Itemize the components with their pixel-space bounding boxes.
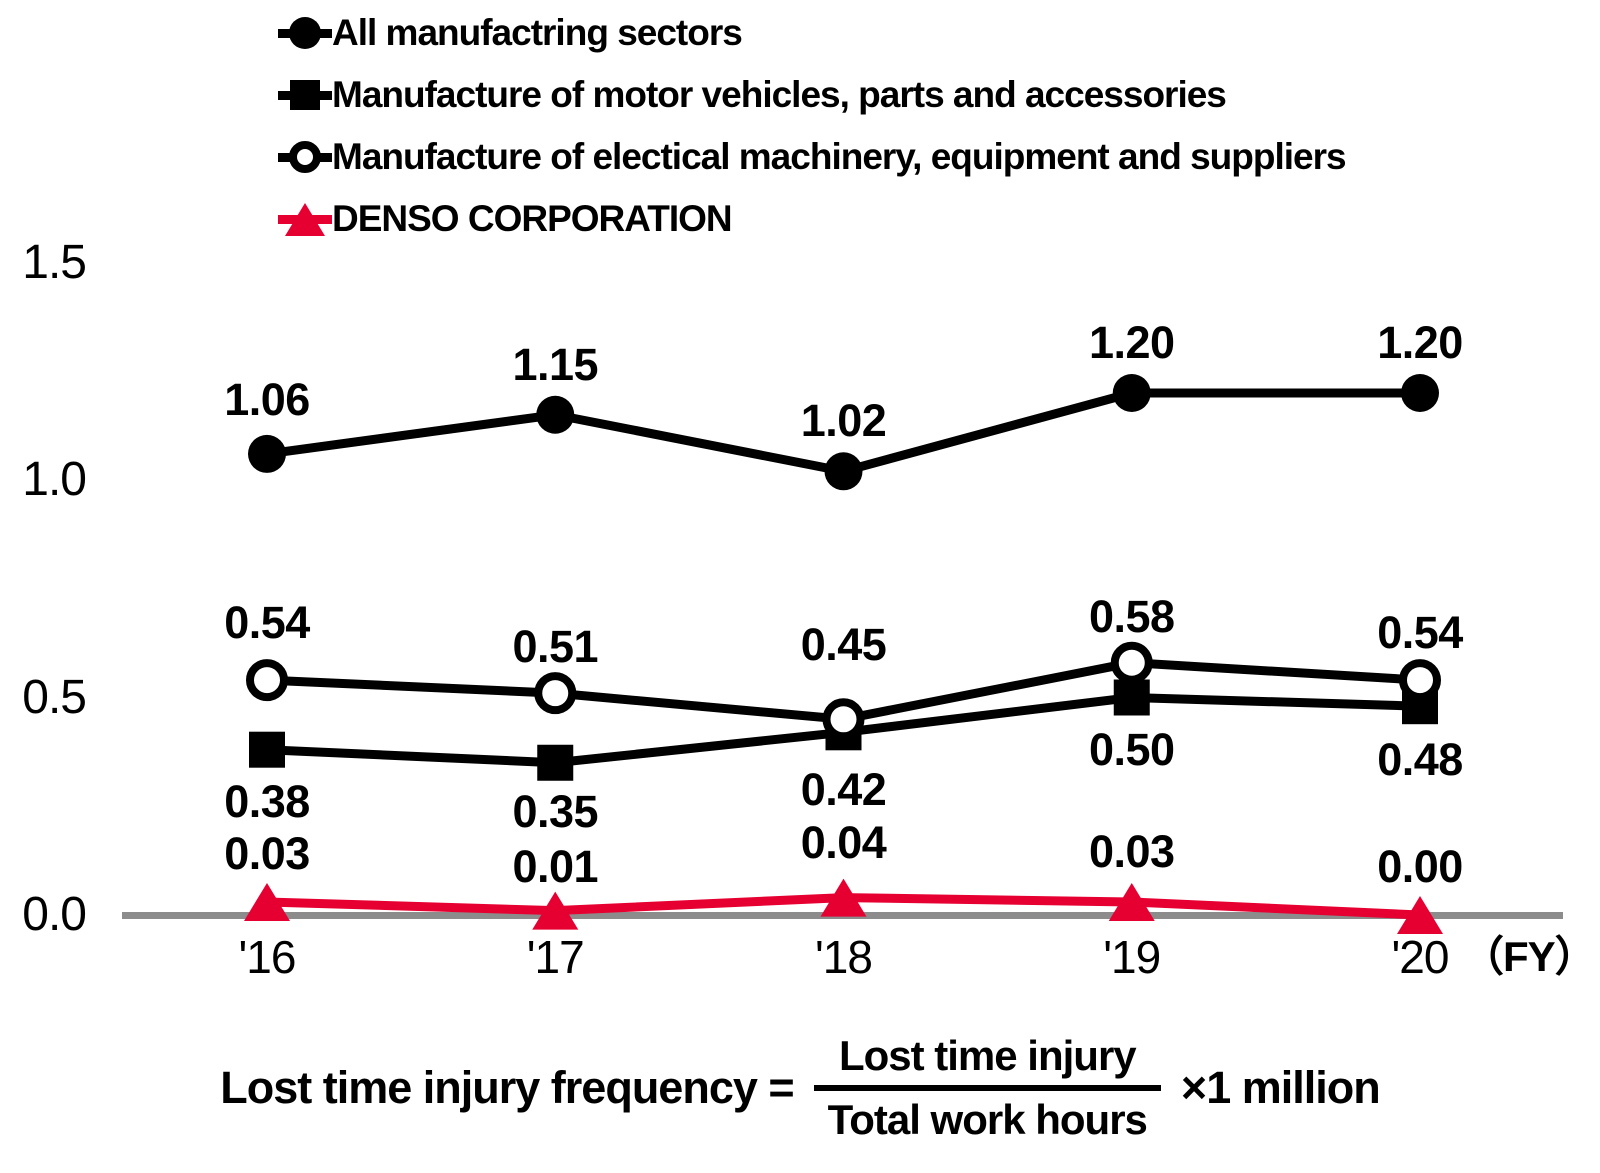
data-label: 1.20 xyxy=(1377,317,1463,368)
circle-filled-marker xyxy=(1112,374,1151,412)
legend-label: All manufactring sectors xyxy=(332,12,743,53)
legend-label: Manufacture of electical machinery, equi… xyxy=(332,136,1347,177)
fraction-denominator: Total work hours xyxy=(827,1096,1148,1143)
x-tick-label: '17 xyxy=(526,931,585,983)
y-tick-label: 0.0 xyxy=(22,888,87,941)
open-circle-marker-icon xyxy=(278,134,332,180)
circle-open-marker xyxy=(246,659,288,702)
data-label: 0.03 xyxy=(1088,825,1175,877)
data-label: 1.15 xyxy=(512,338,599,390)
data-label: 0.03 xyxy=(224,827,310,879)
square-filled-marker xyxy=(1113,679,1150,716)
x-tick-label: '18 xyxy=(815,931,873,983)
legend-item-denso: DENSO CORPORATION xyxy=(278,196,733,242)
filled-circle-marker-icon xyxy=(278,10,332,56)
formula: Lost time injury frequency = Lost time i… xyxy=(0,1008,1600,1168)
circle-open-marker xyxy=(1110,641,1153,684)
filled-square-marker-icon xyxy=(278,72,332,118)
square-filled-marker xyxy=(537,744,574,781)
fraction-numerator: Lost time injury xyxy=(838,1031,1137,1079)
legend-item-motor-vehicles: Manufacture of motor vehicles, parts and… xyxy=(278,72,1227,118)
red-triangle-marker-icon xyxy=(278,196,332,242)
triangle-filled-marker xyxy=(244,882,290,921)
circle-filled-marker xyxy=(824,452,863,491)
data-label: 0.58 xyxy=(1088,590,1175,642)
circle-open-marker xyxy=(1399,659,1441,702)
x-tick-label: '19 xyxy=(1103,931,1161,983)
x-tick-label: '16 xyxy=(238,931,297,983)
fraction-bar xyxy=(813,1085,1161,1091)
circle-filled-marker xyxy=(248,434,286,473)
circle-filled-marker xyxy=(1401,374,1439,412)
triangle-filled-marker xyxy=(1108,882,1155,921)
triangle-filled-marker xyxy=(532,891,579,930)
y-tick-label: 1.0 xyxy=(22,453,87,506)
square-filled-marker xyxy=(249,731,285,768)
triangle-filled-marker xyxy=(820,878,867,917)
data-label: 0.04 xyxy=(800,816,887,868)
data-label: 0.50 xyxy=(1088,723,1175,775)
data-label: 0.00 xyxy=(1377,841,1463,892)
circle-filled-marker xyxy=(536,395,575,434)
y-tick-label: 0.5 xyxy=(22,670,87,724)
data-label: 0.35 xyxy=(512,785,599,837)
data-label: 0.54 xyxy=(1377,607,1463,659)
formula-rhs: ×1 million xyxy=(1180,1062,1381,1113)
data-label: 0.48 xyxy=(1377,734,1463,786)
data-label: 0.45 xyxy=(800,619,887,671)
legend-label: Manufacture of motor vehicles, parts and… xyxy=(332,74,1227,115)
legend-label: DENSO CORPORATION xyxy=(332,198,733,239)
data-label: 1.20 xyxy=(1088,317,1175,368)
x-tick-label: '20 xyxy=(1391,931,1450,983)
fy-axis-unit-label: （FY） xyxy=(1462,933,1597,980)
circle-open-marker xyxy=(534,672,577,715)
legend-item-all-manufacturing: All manufactring sectors xyxy=(278,10,743,56)
formula-lhs: Lost time injury frequency = xyxy=(220,1062,794,1113)
data-label: 0.51 xyxy=(512,621,599,673)
circle-open-marker xyxy=(822,698,865,741)
data-label: 0.38 xyxy=(224,775,310,827)
data-label: 1.06 xyxy=(224,373,310,425)
data-label: 0.01 xyxy=(512,840,599,892)
legend-item-electrical-machinery: Manufacture of electical machinery, equi… xyxy=(278,134,1347,180)
triangle-filled-marker xyxy=(1397,896,1443,934)
data-label: 1.02 xyxy=(800,395,887,447)
formula-fraction: Lost time injury Total work hours xyxy=(813,1031,1161,1145)
y-tick-label: 1.5 xyxy=(22,235,87,289)
data-label: 0.42 xyxy=(800,764,887,816)
data-label: 0.54 xyxy=(224,597,310,649)
